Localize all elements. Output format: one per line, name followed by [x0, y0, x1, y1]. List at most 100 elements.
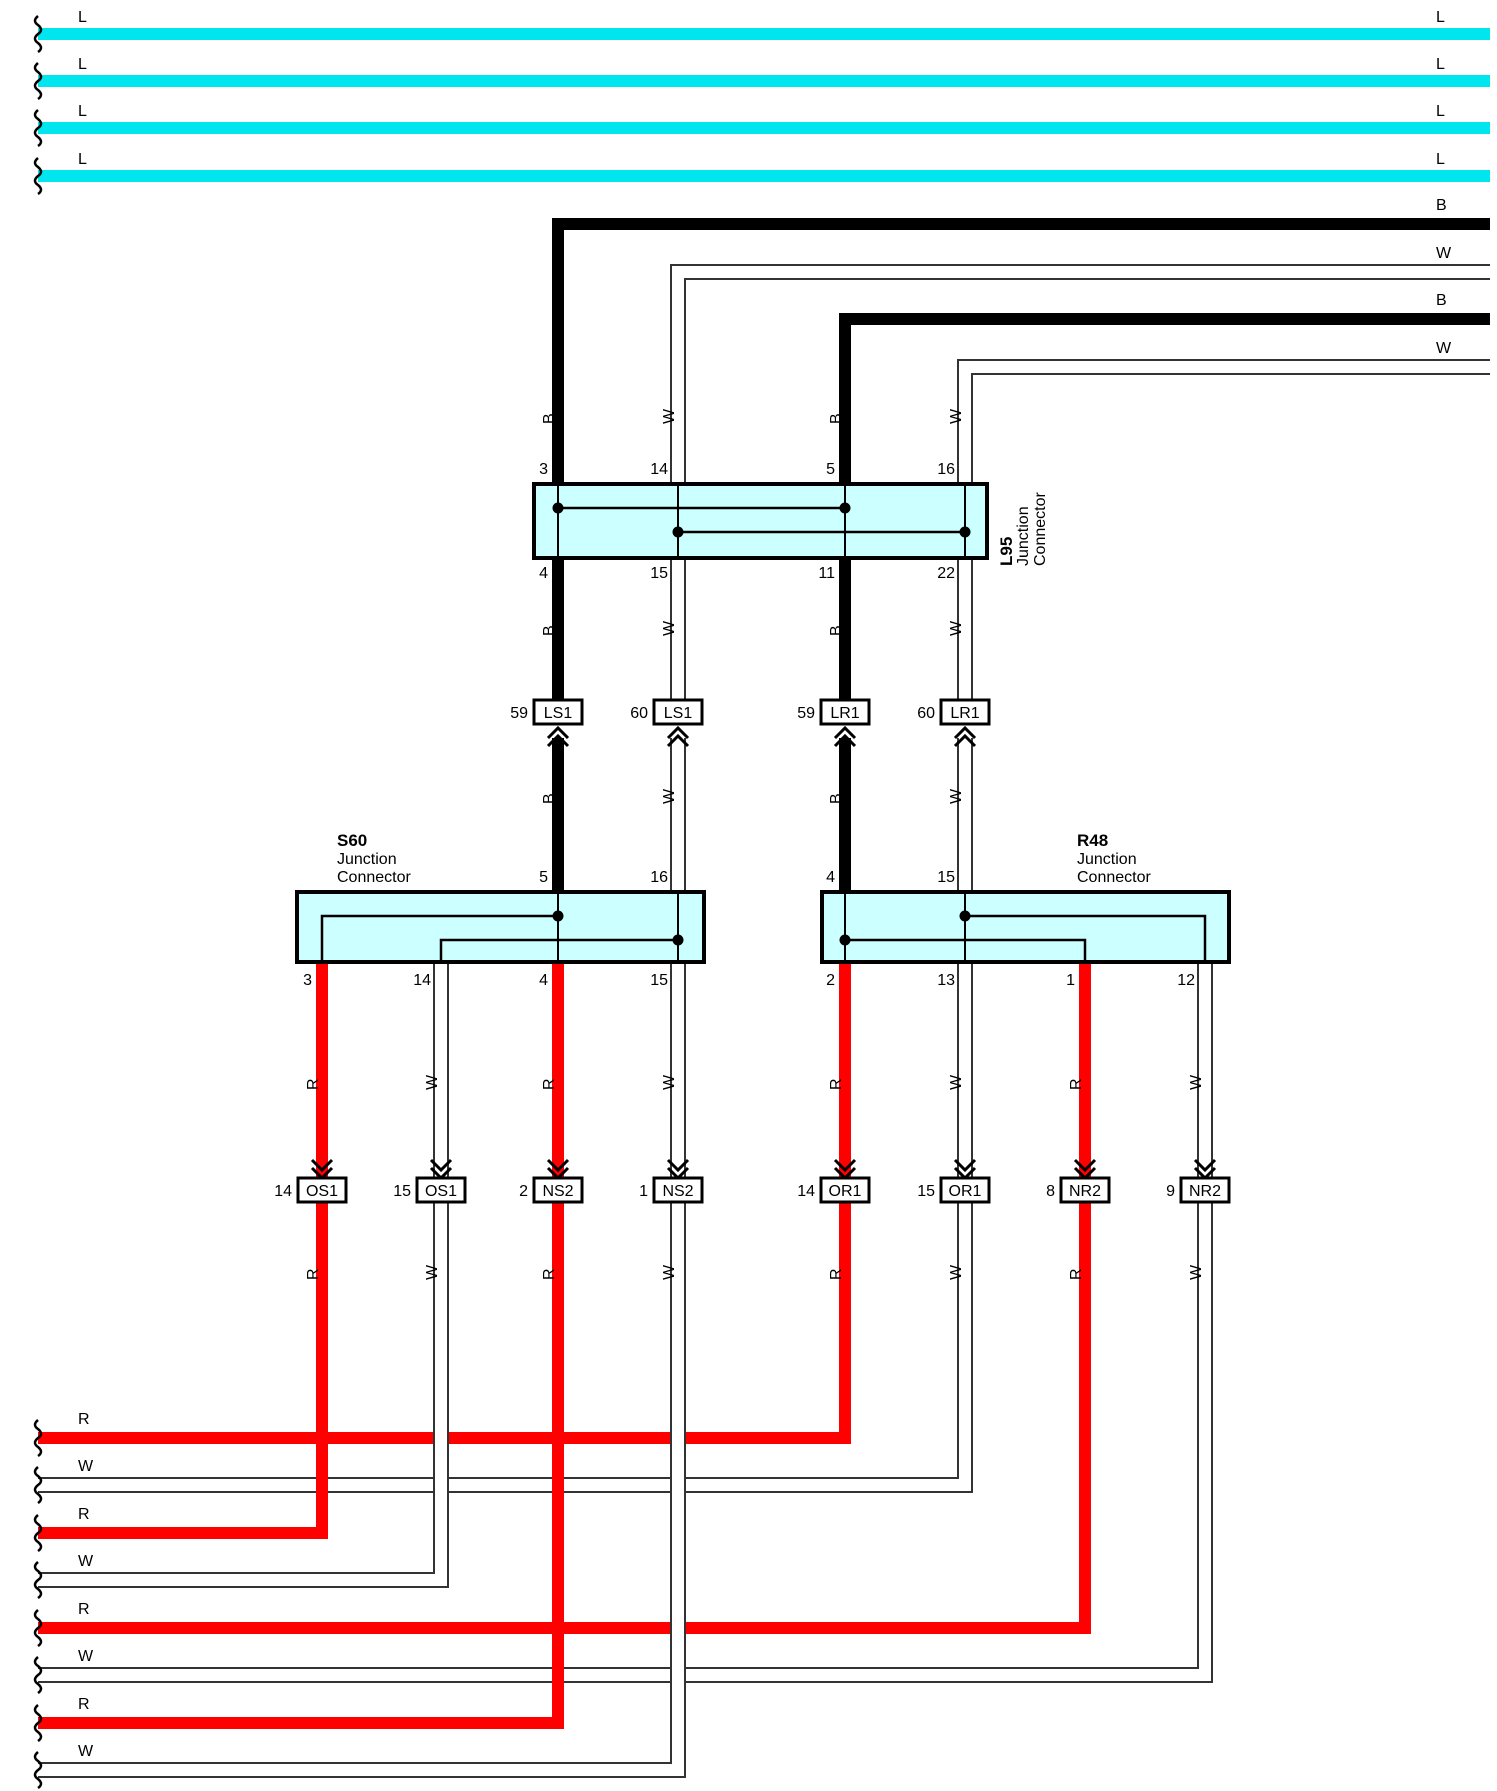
harness-wire-left	[38, 1190, 328, 1539]
s60-id-label: S60	[337, 831, 367, 850]
s60-pin-top: 16	[650, 869, 668, 886]
wavy-break-icon	[33, 1419, 43, 1458]
s60-pin-bottom: 4	[539, 972, 548, 989]
wire-color-label: B	[541, 793, 558, 804]
wire-color-label: B	[828, 793, 845, 804]
inline-connector-pin: 59	[510, 705, 528, 722]
r48-name-line1: Junction	[1077, 851, 1137, 868]
wire-color-label: B	[828, 625, 845, 636]
wire-color-label: B	[828, 413, 845, 424]
l95-pin-bottom: 15	[650, 565, 668, 582]
wire-color-label: L	[78, 56, 87, 73]
l95-name-label: JunctionConnector	[1015, 492, 1049, 566]
l95-pin-bottom: 22	[937, 565, 955, 582]
l95-pin-top: 14	[650, 461, 668, 478]
wire-color-label: W	[948, 1074, 965, 1090]
harness-wire-left-core	[38, 1190, 971, 1491]
inline-connector-name: OR1	[949, 1183, 982, 1200]
wire-color-label: B	[541, 625, 558, 636]
splice-dot-icon	[672, 934, 684, 946]
splice-dot-icon	[672, 526, 684, 538]
inline-connector-pin: 8	[1046, 1183, 1055, 1200]
inline-connector-pin: 14	[797, 1183, 815, 1200]
r48-pin-bottom: 2	[826, 972, 835, 989]
inline-connector-box	[939, 1176, 991, 1204]
s60-body	[295, 890, 706, 964]
wire-color-label: R	[828, 1268, 845, 1280]
wire-color-label: L	[1436, 56, 1445, 73]
r48-bus-line	[965, 914, 1207, 962]
wire-color-label: L	[1436, 9, 1445, 26]
wire-color-label: L	[1436, 103, 1445, 120]
wire-color-label: W	[661, 1074, 678, 1090]
splice-dot-icon	[552, 910, 564, 922]
wire-color-label: W	[1436, 245, 1452, 262]
wire-layer	[38, 28, 1490, 1778]
inline-connector-pin: 15	[917, 1183, 935, 1200]
s60-bus-line	[320, 914, 558, 962]
wire-color-label: W	[948, 1264, 965, 1280]
wire-color-label: W	[1436, 340, 1452, 357]
inline-connector-name: OS1	[306, 1183, 338, 1200]
l95-body	[532, 482, 989, 560]
l95-junction-connector: 3 14 5 16 4 15 11 22 L95 JunctionConnect…	[532, 461, 1049, 582]
splice-dot-icon	[959, 526, 971, 538]
s60-pin-bottom: 14	[413, 972, 431, 989]
r48-pin-bottom: 12	[1177, 972, 1195, 989]
wire-color-label: W	[1188, 1264, 1205, 1280]
wire-color-label: R	[78, 1506, 90, 1523]
r48-pin-bottom: 1	[1066, 972, 1075, 989]
inline-connector-pin: 59	[797, 705, 815, 722]
s60-junction-connector: S60 Junction Connector 5 16 3 14 4 15	[295, 831, 706, 989]
wire-color-label: W	[948, 620, 965, 636]
wire-color-label: W	[78, 1553, 94, 1570]
double-chevron-plug-icon	[666, 725, 690, 748]
wire-color-label: R	[305, 1268, 322, 1280]
wire-color-label: L	[1436, 151, 1445, 168]
wire-color-label: R	[828, 1078, 845, 1090]
harness-wire-left	[38, 1190, 564, 1729]
l95-pin-top: 16	[937, 461, 955, 478]
wire-color-label: W	[661, 1264, 678, 1280]
inline-connector-box	[939, 698, 991, 726]
wavy-break-icon	[33, 109, 43, 148]
harness-wire-left-core	[38, 1190, 684, 1776]
harness-wire-right-core	[959, 361, 1490, 484]
s60-name-line2: Connector	[337, 869, 411, 886]
l95-pin-bottom: 4	[539, 565, 548, 582]
r48-id-label: R48	[1077, 831, 1108, 850]
inline-connector-box	[296, 1176, 348, 1204]
inline-connector-name: LR1	[950, 705, 979, 722]
wire-color-label: R	[541, 1078, 558, 1090]
inline-connector-name: NR2	[1069, 1183, 1101, 1200]
inline-connector-name: NS2	[662, 1183, 693, 1200]
wavy-break-icon	[33, 1751, 43, 1790]
l95-pin-top: 3	[539, 461, 548, 478]
wire-color-label: B	[1436, 292, 1447, 309]
l95-pin-bottom: 11	[818, 565, 835, 582]
wire-color-label: R	[1068, 1078, 1085, 1090]
splice-dot-icon	[839, 934, 851, 946]
inline-connector-box	[1059, 1176, 1111, 1204]
wire-color-label: W	[661, 788, 678, 804]
wire-color-label: B	[1436, 197, 1447, 214]
l95-pin-top: 5	[826, 461, 835, 478]
harness-wire-left	[38, 1190, 851, 1444]
wire-color-label: W	[78, 1743, 94, 1760]
l95-id-label: L95	[997, 537, 1016, 566]
s60-pin-top: 5	[539, 869, 548, 886]
inline-connector-pin: 2	[519, 1183, 528, 1200]
r48-name-line2: Connector	[1077, 869, 1151, 886]
harness-wire-right	[839, 313, 1490, 484]
inline-connector-box	[652, 698, 704, 726]
wire-color-label: W	[424, 1264, 441, 1280]
inline-connector-name: LS1	[664, 705, 693, 722]
inline-connector-box	[532, 1176, 584, 1204]
inline-connector-box	[652, 1176, 704, 1204]
double-chevron-plug-icon	[953, 725, 977, 748]
inline-connector-pin: 1	[639, 1183, 648, 1200]
harness-wire-left	[38, 1190, 1091, 1634]
wavy-break-icon	[33, 1561, 43, 1600]
r48-body	[820, 890, 1231, 964]
